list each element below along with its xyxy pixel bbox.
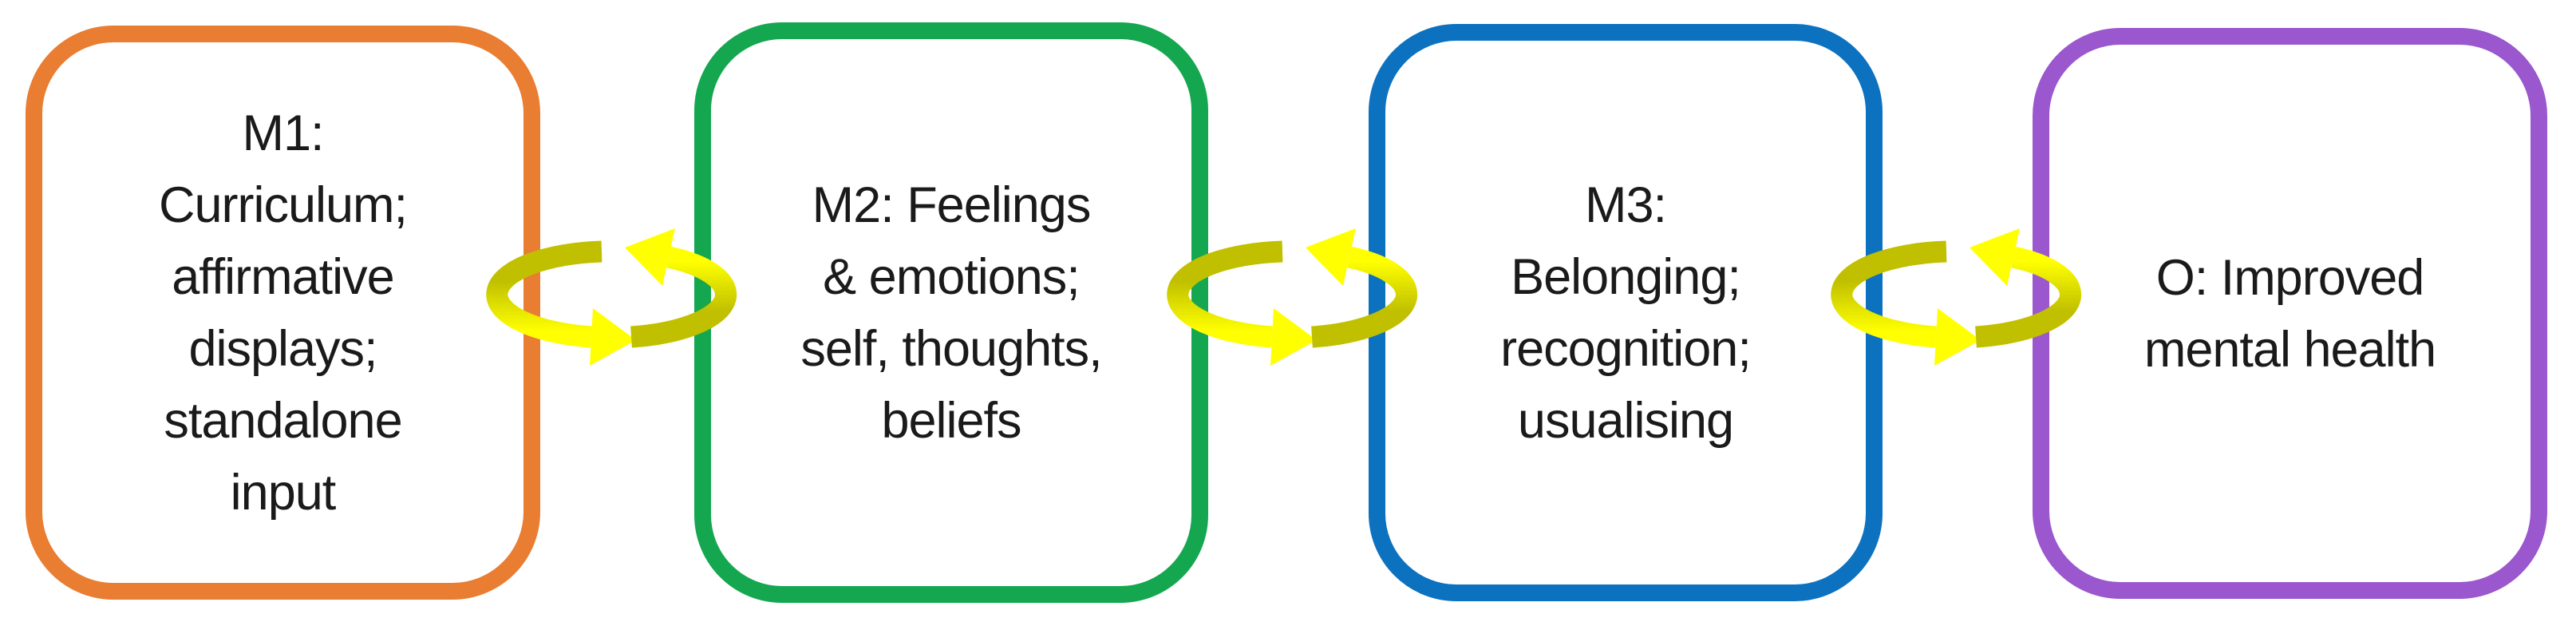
box-o-label: O: Improved mental health [2143, 249, 2436, 378]
box-o: O: Improved mental health [2033, 28, 2547, 599]
cycle-arrows-icon-m2-m3 [1164, 224, 1420, 368]
box-m2-label: M2: Feelings & emotions; self, thoughts,… [800, 176, 1102, 449]
cycle-arrows-icon-m3-o [1828, 224, 2084, 368]
box-m2: M2: Feelings & emotions; self, thoughts,… [694, 22, 1208, 603]
box-m3-label: M3: Belonging; recognition; usualising [1500, 176, 1752, 449]
cycle-arrows-icon-m1-m2 [484, 224, 739, 368]
box-m3: M3: Belonging; recognition; usualising [1369, 24, 1883, 601]
box-m1: M1: Curriculum; affirmative displays; st… [26, 26, 540, 600]
box-m1-label: M1: Curriculum; affirmative displays; st… [158, 105, 408, 521]
